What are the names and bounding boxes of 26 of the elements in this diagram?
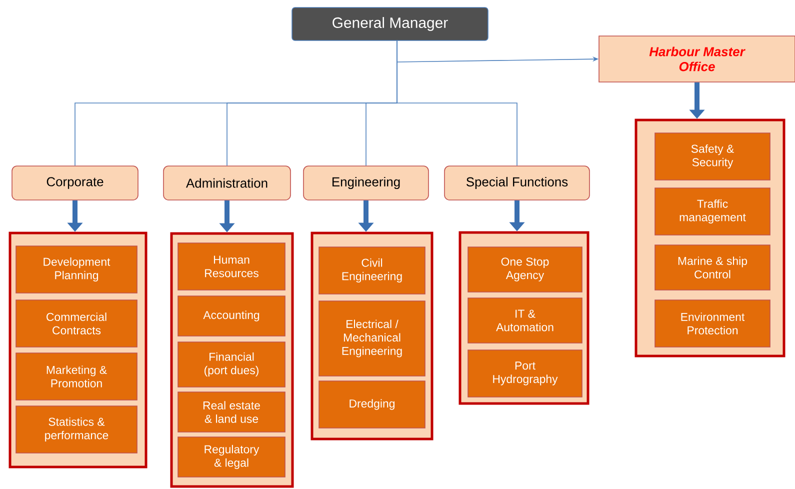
unit-box: Environment Protection [654,300,770,348]
unit-box: Civil Engineering [318,246,426,294]
unit-box: IT & Automation [468,298,582,344]
department-box: Administration [163,166,291,200]
unit-box: Commercial Contracts [16,300,138,348]
connector-line [396,40,518,166]
unit-box: Statistics & performance [16,406,138,454]
unit-box: Regulatory & legal [178,436,286,478]
unit-box: Real estate & land use [178,392,286,432]
unit-box: Marine & ship Control [654,244,770,290]
unit-box: Human Resources [178,242,286,290]
unit-box: Dredging [318,380,426,428]
department-box: Corporate [12,166,138,200]
unit-box: Marketing & Promotion [16,352,138,400]
manager-box: General Manager [292,7,488,41]
unit-box: One Stop Agency [468,246,582,292]
unit-box: Traffic management [654,188,770,236]
unit-box: Safety & Security [654,132,770,180]
unit-box: Financial (port dues) [178,342,286,388]
department-box: Special Functions [444,166,590,200]
department-box: Engineering [303,166,429,200]
office-box: Harbour Master Office [598,36,795,82]
unit-box: Port Hydrography [468,350,582,398]
unit-box: Development Planning [16,246,138,294]
unit-box: Accounting [178,296,286,336]
unit-box: Electrical / Mechanical Engineering [318,300,426,376]
